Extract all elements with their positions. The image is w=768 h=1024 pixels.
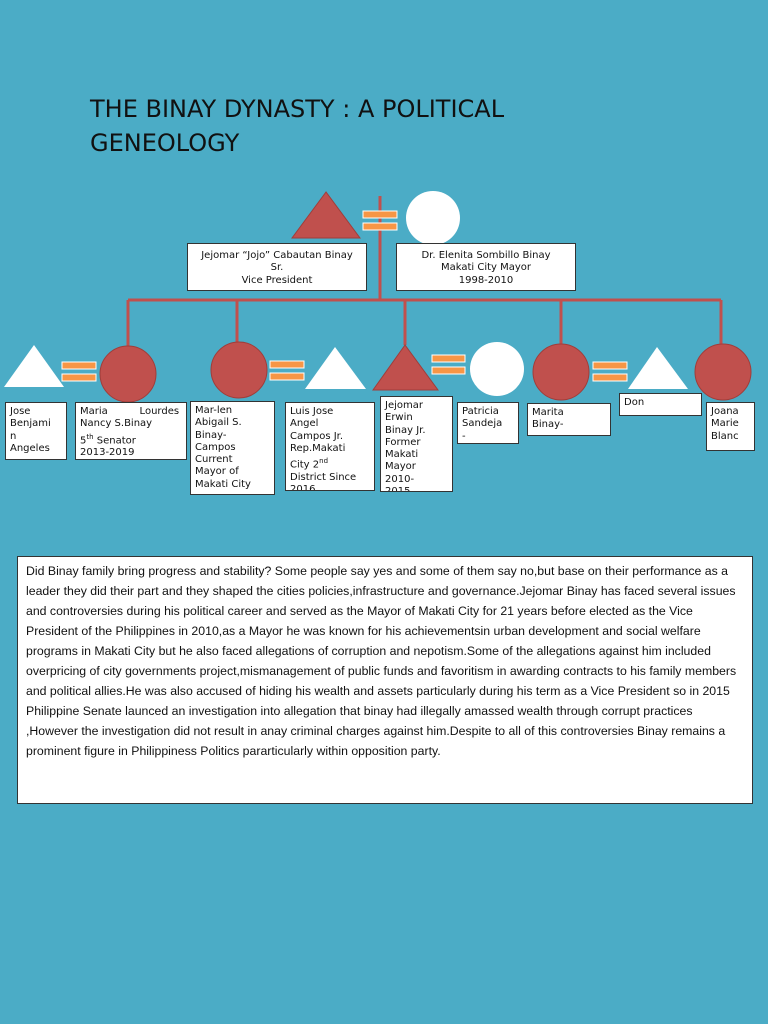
father-name-line: Jejomar “Jojo” Cabautan Binay	[201, 250, 353, 261]
name-line: Binay Jr.	[385, 424, 426, 436]
maria-female-symbol	[99, 345, 157, 403]
marlen-female-symbol	[210, 341, 268, 399]
position-line: City 2nd	[290, 457, 329, 471]
position-line: Makati	[385, 449, 419, 461]
maria-name-box: Maria Lourdes Nancy S.Binay 5th Senator …	[75, 402, 187, 460]
name-line: Jose	[10, 406, 31, 417]
name-line: Campos	[195, 441, 236, 453]
patricia-female-symbol	[470, 342, 524, 396]
mother-term-line: 1998-2010	[458, 274, 514, 286]
essay-paragraph: Did Binay family bring progress and stab…	[26, 564, 737, 758]
position-line: Mayor	[385, 461, 416, 473]
patricia-name-box: Patricia Sandeja -	[457, 402, 519, 444]
family-tree-diagram	[4, 191, 752, 403]
jose-name-box: Jose Benjami n Angeles	[5, 402, 67, 460]
marita-name-box: Marita Binay-	[527, 403, 611, 436]
name-line: Marie	[711, 418, 739, 430]
term-line: 2016	[290, 484, 316, 491]
position-line: Rep.Makati	[290, 442, 346, 454]
marlen-name-box: Mar-len Abigail S. Binay- Campos Current…	[190, 401, 275, 495]
mother-name-line: Dr. Elenita Sombillo Binay	[421, 250, 551, 261]
joana-name-box: Joana Marie Blanc	[706, 402, 755, 451]
mother-female-symbol	[406, 191, 460, 245]
marlen-marriage-sign	[269, 360, 305, 381]
father-name-box: Jejomar “Jojo” Cabautan Binay Sr. Vice P…	[187, 243, 367, 291]
jejomar-jr-name-box: Jejomar Erwin Binay Jr. Former Makati Ma…	[380, 396, 453, 492]
name-line: Angeles	[10, 442, 50, 454]
name-line: Campos Jr.	[290, 430, 344, 442]
don-male-symbol	[628, 347, 688, 389]
jejomar-jr-marriage-sign	[431, 354, 466, 375]
position-line: Current	[195, 454, 233, 466]
name-line: Don	[624, 397, 645, 408]
name-line: Patricia	[462, 406, 499, 417]
term-line: 2013-2019	[80, 447, 135, 459]
mother-name-box: Dr. Elenita Sombillo Binay Makati City M…	[396, 243, 576, 291]
position-line: District Since	[290, 471, 357, 483]
name-line: Binay-	[195, 429, 227, 441]
name-line: Benjami	[10, 418, 51, 430]
luis-name-box: Luis Jose Angel Campos Jr. Rep.Makati Ci…	[285, 402, 375, 491]
name-line: Erwin	[385, 412, 413, 424]
luis-male-symbol	[305, 347, 366, 389]
page-title: THE BINAY DYNASTY : A POLITICAL GENEOLOG…	[90, 95, 505, 157]
name-line: Blanc	[711, 430, 739, 442]
name-line: Angel	[290, 418, 319, 430]
name-line: Mar-len	[195, 405, 233, 416]
name-line: n	[10, 430, 17, 442]
name-line: Maria Lourdes	[80, 406, 180, 417]
marita-female-symbol	[532, 343, 590, 401]
name-line: Luis Jose	[290, 406, 334, 417]
name-line: Jejomar	[385, 400, 423, 411]
maria-marriage-sign	[61, 361, 97, 382]
position-line: Mayor of	[195, 466, 239, 478]
parents-marriage-sign	[362, 210, 398, 231]
marita-marriage-sign	[592, 361, 628, 382]
name-line: Nancy S.Binay	[80, 418, 153, 430]
name-line: Joana	[711, 406, 739, 417]
term-line: 2015	[385, 486, 411, 492]
position-line: 5th Senator	[80, 432, 136, 446]
name-line: Abigail S.	[195, 417, 242, 429]
name-line: Sandeja	[462, 418, 503, 430]
term-line: 2010-	[385, 473, 415, 485]
position-line: Makati City	[195, 478, 251, 490]
mother-title-line: Makati City Mayor	[440, 262, 532, 274]
father-title-line: Vice President	[241, 274, 313, 286]
essay-text-box: Did Binay family bring progress and stab…	[17, 556, 753, 804]
name-line: Marita	[532, 407, 564, 418]
joana-female-symbol	[694, 343, 752, 401]
name-line: -	[462, 430, 466, 442]
father-male-symbol	[291, 191, 361, 239]
father-name-line: Sr.	[270, 262, 284, 274]
jejomar-jr-male-symbol	[372, 344, 439, 391]
position-line: Former	[385, 436, 421, 448]
jose-male-symbol	[4, 345, 64, 387]
don-name-box: Don	[619, 393, 702, 416]
name-line: Binay-	[532, 419, 564, 431]
